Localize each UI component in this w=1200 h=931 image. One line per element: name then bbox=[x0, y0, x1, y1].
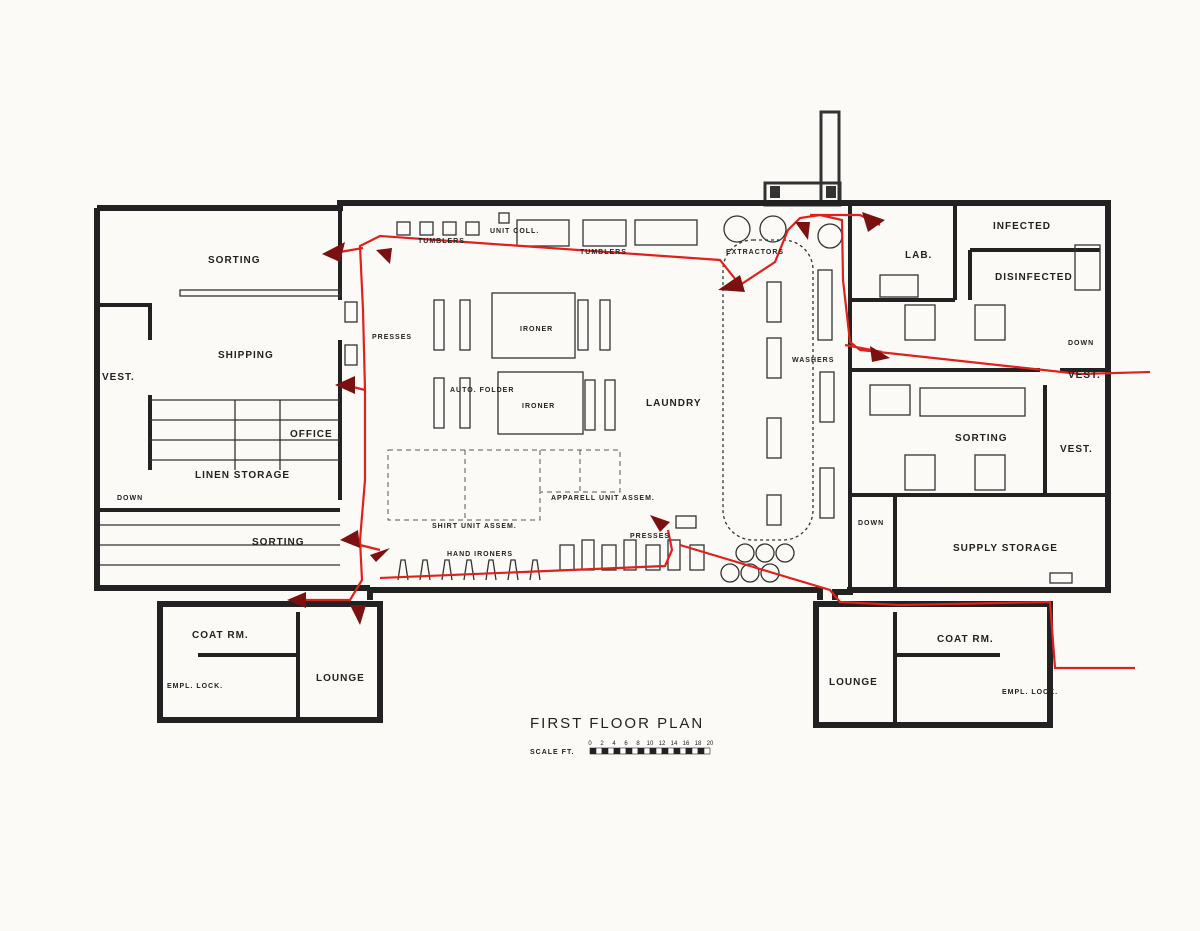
label-tumblers-2: TUMBLERS bbox=[580, 249, 627, 256]
label-presses-s: PRESSES bbox=[630, 533, 670, 540]
label-supply-storage: SUPPLY STORAGE bbox=[953, 543, 1058, 554]
label-sorting-nw: SORTING bbox=[208, 255, 261, 266]
label-coat-rm-e: COAT RM. bbox=[937, 634, 994, 645]
scale-segment bbox=[691, 747, 699, 755]
scale-tick-label: 0 bbox=[588, 741, 592, 747]
scale-tick-label: 16 bbox=[683, 741, 690, 747]
label-down-w: DOWN bbox=[117, 495, 143, 502]
arrow-icon bbox=[370, 548, 390, 562]
plan-title: FIRST FLOOR PLAN bbox=[530, 715, 704, 732]
label-lounge-w: LOUNGE bbox=[316, 673, 365, 684]
plan-title-block: FIRST FLOOR PLAN SCALE FT. 0 2 4 6 8 10 12 14 16… bbox=[530, 715, 714, 756]
label-apparell-unit: APPARELL UNIT ASSEM. bbox=[551, 495, 655, 502]
room-labels: SORTING SHIPPING VEST. OFFICE LINEN STOR… bbox=[102, 221, 1101, 696]
scale-tick-label: 8 bbox=[636, 741, 640, 747]
label-auto-folder: AUTO. FOLDER bbox=[450, 387, 514, 394]
scale-segment bbox=[619, 747, 627, 755]
scale-segment bbox=[697, 747, 705, 755]
arrow-icon bbox=[718, 275, 745, 292]
arrow-icon bbox=[340, 530, 360, 548]
exterior-walls bbox=[94, 200, 1111, 728]
label-tumblers-1: TUMBLERS bbox=[418, 238, 465, 245]
label-empl-lock-e: EMPL. LOCK. bbox=[1002, 689, 1058, 696]
label-coat-rm-w: COAT RM. bbox=[192, 630, 249, 641]
label-down-e: DOWN bbox=[1068, 340, 1094, 347]
arrow-icon bbox=[870, 346, 890, 362]
arrow-icon bbox=[376, 248, 392, 264]
label-unit-coll: UNIT COLL. bbox=[490, 228, 539, 235]
label-linen-storage: LINEN STORAGE bbox=[195, 470, 290, 481]
scale-tick-label: 10 bbox=[647, 741, 654, 747]
scale-segment bbox=[625, 747, 633, 755]
scale-segment bbox=[661, 747, 669, 755]
scale-segment bbox=[685, 747, 693, 755]
arrow-icon bbox=[862, 212, 885, 232]
arrow-icon bbox=[650, 515, 670, 532]
scale-label: SCALE FT. bbox=[530, 749, 574, 756]
scale-segment bbox=[613, 747, 621, 755]
scale-segment bbox=[703, 747, 711, 755]
scale-segment bbox=[637, 747, 645, 755]
label-vest-e1: VEST. bbox=[1068, 370, 1101, 381]
scale-segment bbox=[655, 747, 663, 755]
scale-segment bbox=[667, 747, 675, 755]
label-lab: LAB. bbox=[905, 250, 932, 261]
scale-segment bbox=[673, 747, 681, 755]
scale-segment bbox=[649, 747, 657, 755]
chimney bbox=[763, 110, 842, 207]
scale-tick-label: 12 bbox=[659, 741, 666, 747]
scale-tick-label: 20 bbox=[707, 741, 714, 747]
label-disinfected: DISINFECTED bbox=[995, 272, 1073, 283]
label-lounge-e: LOUNGE bbox=[829, 677, 878, 688]
arrow-icon bbox=[322, 242, 345, 262]
scale-tick-label: 6 bbox=[624, 741, 628, 747]
scale-segment bbox=[607, 747, 615, 755]
scale-segment bbox=[679, 747, 687, 755]
label-hand-ironers: HAND IRONERS bbox=[447, 551, 513, 558]
label-empl-lock-w: EMPL. LOCK. bbox=[167, 683, 223, 690]
scale-segment bbox=[643, 747, 651, 755]
flow-arrows bbox=[287, 212, 890, 625]
arrow-icon bbox=[287, 592, 306, 608]
arrow-icon bbox=[350, 605, 366, 625]
scale-tick-label: 14 bbox=[671, 741, 678, 747]
label-sorting-e: SORTING bbox=[955, 433, 1008, 444]
label-vest-e2: VEST. bbox=[1060, 444, 1093, 455]
equipment bbox=[100, 212, 1101, 584]
label-washers: WASHERS bbox=[792, 357, 834, 364]
label-vest-w: VEST. bbox=[102, 372, 135, 383]
label-laundry: LAUNDRY bbox=[646, 398, 702, 409]
label-ironer-1: IRONER bbox=[520, 326, 553, 333]
label-infected: INFECTED bbox=[993, 221, 1051, 232]
label-office: OFFICE bbox=[290, 429, 333, 440]
arrow-icon bbox=[335, 376, 355, 394]
scale-segment bbox=[595, 747, 603, 755]
label-sorting-sw: SORTING bbox=[252, 537, 305, 548]
scale-segment bbox=[589, 747, 597, 755]
label-down-se: DOWN bbox=[858, 520, 884, 527]
scale-segment bbox=[631, 747, 639, 755]
label-presses-w: PRESSES bbox=[372, 334, 412, 341]
scale-segment bbox=[601, 747, 609, 755]
label-ironer-2: IRONER bbox=[522, 403, 555, 410]
label-shipping: SHIPPING bbox=[218, 350, 274, 361]
scale-tick-label: 18 bbox=[695, 741, 702, 747]
scale-bar: 0 2 4 6 8 10 12 14 16 18 20 bbox=[588, 741, 714, 755]
label-extractors: EXTRACTORS bbox=[726, 249, 784, 256]
arrow-icon bbox=[795, 222, 810, 240]
scale-tick-label: 4 bbox=[612, 741, 616, 747]
label-shirt-unit: SHIRT UNIT ASSEM. bbox=[432, 523, 517, 530]
scale-tick-label: 2 bbox=[600, 741, 604, 747]
